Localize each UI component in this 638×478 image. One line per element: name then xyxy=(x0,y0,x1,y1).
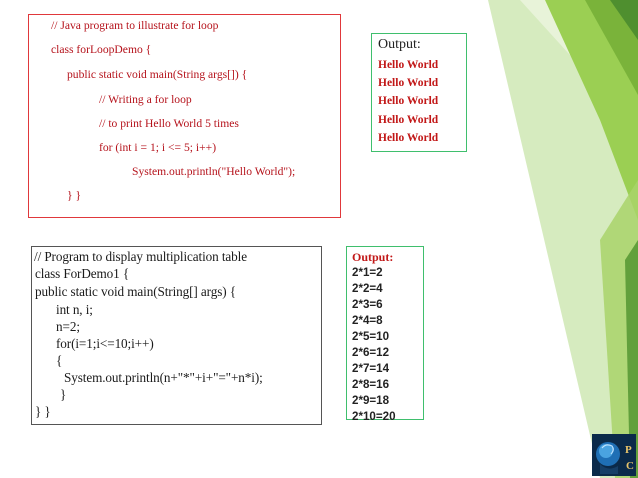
output-line: 2*1=2 xyxy=(352,266,383,279)
output-line: 2*10=20 xyxy=(352,410,396,423)
multiplication-code-box: // Program to display multiplication tab… xyxy=(31,246,322,425)
code-line-for: for(i=1;i<=10;i++) xyxy=(56,336,154,351)
code-line-main: public static void main(String args[]) { xyxy=(67,68,248,81)
output-line: 2*7=14 xyxy=(352,362,390,375)
for-loop-code-box: // Java program to illustrate for loop c… xyxy=(28,14,341,218)
code-line-main: public static void main(String[] args) { xyxy=(35,284,236,299)
code-line-close: } } xyxy=(35,404,51,419)
code-line-for: for (int i = 1; i <= 5; i++) xyxy=(99,141,217,154)
code-line-comment: // Java program to illustrate for loop xyxy=(51,19,219,32)
code-line-println: System.out.println("Hello World"); xyxy=(132,165,296,178)
output-line: 2*5=10 xyxy=(352,330,390,343)
output-line: 2*3=6 xyxy=(352,298,383,311)
bright-green-shape xyxy=(545,0,638,220)
dark-green-corner xyxy=(610,0,638,40)
code-line-comment-3: // to print Hello World 5 times xyxy=(99,117,239,130)
output-title: Output: xyxy=(378,37,421,52)
code-line-class: class forLoopDemo { xyxy=(51,43,152,56)
code-line-comment-2: // Writing a for loop xyxy=(99,93,192,106)
code-line-println: System.out.println(n+"*"+i+"="+n*i); xyxy=(64,370,263,385)
output-line: Hello World xyxy=(378,114,439,126)
code-line-close: } } xyxy=(67,189,82,202)
output-line: 2*8=16 xyxy=(352,378,390,391)
output-line: 2*9=18 xyxy=(352,394,390,407)
svg-text:C: C xyxy=(626,460,634,472)
lower-dark-band xyxy=(625,240,638,478)
output-line: Hello World xyxy=(378,132,439,144)
code-line-assign: n=2; xyxy=(56,319,80,334)
code-line-close-brace: } xyxy=(60,387,67,402)
code-line-declare: int n, i; xyxy=(56,302,93,317)
green-accent-shape xyxy=(585,0,638,95)
output-line: 2*2=4 xyxy=(352,282,383,295)
brain-logo-icon: P C xyxy=(592,434,636,476)
code-line-class: class ForDemo1 { xyxy=(35,266,130,281)
multiplication-output-box: Output: 2*1=2 2*2=4 2*3=6 2*4=8 2*5=10 2… xyxy=(346,246,424,423)
code-line-comment: // Program to display multiplication tab… xyxy=(34,249,247,264)
output-line: Hello World xyxy=(378,77,439,89)
code-line-open-brace: { xyxy=(56,353,63,368)
svg-text:P: P xyxy=(625,444,632,456)
output-line: 2*4=8 xyxy=(352,314,383,327)
for-loop-output-box: Output: Hello World Hello World Hello Wo… xyxy=(371,33,467,152)
output-line: 2*6=12 xyxy=(352,346,390,359)
output-line: Hello World xyxy=(378,59,439,71)
output-title: Output: xyxy=(352,250,394,264)
output-line: Hello World xyxy=(378,95,439,107)
